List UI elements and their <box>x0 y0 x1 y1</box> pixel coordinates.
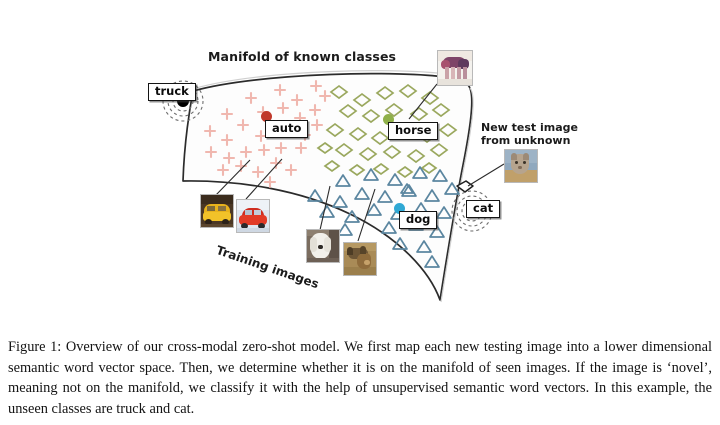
figure-title: Manifold of known classes <box>208 49 397 64</box>
figure-canvas: Manifold of known classes Training image… <box>148 49 578 303</box>
dog-class-dot <box>394 203 405 214</box>
white-dog-thumb <box>306 229 340 263</box>
class-label-auto[interactable]: auto <box>265 120 309 138</box>
figure-caption: Figure 1: Overview of our cross-modal ze… <box>8 339 712 417</box>
yellow-car-thumb <box>200 194 234 228</box>
new-test-image-annotation: New test image from unknown <box>481 121 578 147</box>
unknown-point-marker <box>456 180 474 193</box>
class-label-truck[interactable]: truck <box>148 83 196 101</box>
auto-cluster-markers <box>203 79 332 189</box>
brown-dog-thumb <box>343 242 377 276</box>
class-label-cat[interactable]: cat <box>466 200 501 218</box>
new-test-image-line2: from unknown <box>481 134 571 147</box>
cat-thumb <box>504 149 538 183</box>
new-test-image-line1: New test image <box>481 121 579 134</box>
class-label-horse[interactable]: horse <box>388 122 439 140</box>
dog-cluster-markers <box>307 166 460 268</box>
leader-lines <box>214 83 505 242</box>
truck-unknown-rings <box>162 80 204 122</box>
horse-thumb <box>437 50 473 86</box>
auto-class-dot <box>261 111 272 122</box>
horse-class-dot <box>383 114 394 125</box>
class-label-dog[interactable]: dog <box>399 211 438 229</box>
red-car-thumb <box>236 199 270 233</box>
